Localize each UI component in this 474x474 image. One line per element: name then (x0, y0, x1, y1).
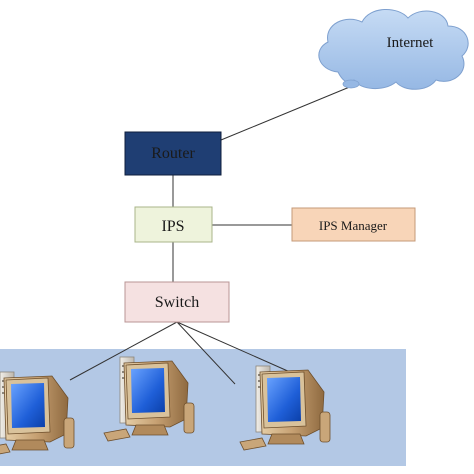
link-switch-pc-2 (176, 321, 236, 385)
ips-label: IPS (161, 218, 184, 235)
internet-cloud: Internet (318, 9, 469, 90)
link-router-internet (220, 85, 353, 141)
ips-node: IPS (134, 206, 213, 243)
ips-manager-node: IPS Manager (291, 207, 416, 242)
switch-label: Switch (155, 294, 199, 311)
internet-label: Internet (387, 35, 434, 51)
link-switch-pc-3 (176, 321, 291, 373)
router-label: Router (151, 145, 195, 162)
router-node: Router (124, 131, 222, 176)
link-switch-pc-1 (69, 321, 178, 381)
switch-node: Switch (124, 281, 230, 323)
ips-manager-label: IPS Manager (319, 218, 388, 233)
